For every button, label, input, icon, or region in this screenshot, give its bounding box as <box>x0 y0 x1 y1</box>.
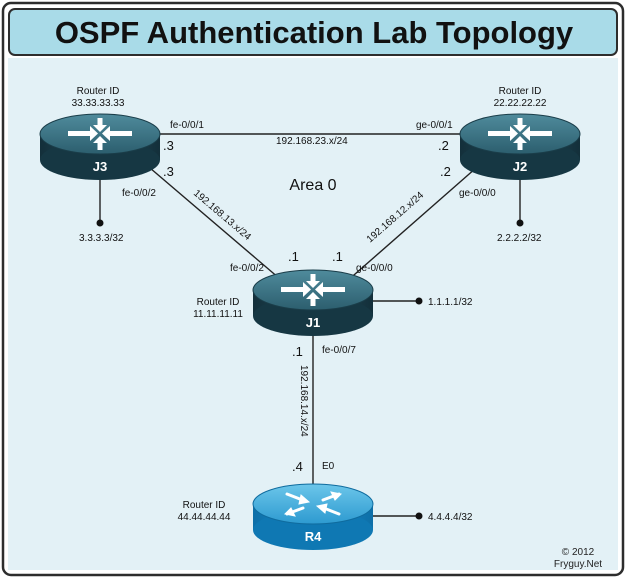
if-j3-fe001: fe-0/0/1 <box>170 120 204 131</box>
router-j1-name: J1 <box>306 315 320 330</box>
host-j1-j3-side: .1 <box>288 249 299 264</box>
copyright-year: © 2012 <box>562 547 595 558</box>
loopback-dot-j1 <box>415 297 423 305</box>
if-j3-fe002: fe-0/0/2 <box>122 188 156 199</box>
host-j1-j2-side: .1 <box>332 249 343 264</box>
router-id-label-j1: Router ID <box>197 297 240 308</box>
host-j2-j3-side: .2 <box>438 138 449 153</box>
router-j3-name: J3 <box>93 159 107 174</box>
area-label: Area 0 <box>289 177 336 194</box>
router-id-label-r4: Router ID <box>183 500 226 511</box>
loopback-j2: 2.2.2.2/32 <box>497 233 542 244</box>
loopback-dot-r4 <box>415 512 423 520</box>
router-j1[interactable]: J1 <box>252 269 374 337</box>
if-j1-fe007: fe-0/0/7 <box>322 345 356 356</box>
router-id-r4: 44.44.44.44 <box>178 512 231 523</box>
loopback-dot-j3 <box>96 219 104 227</box>
subnet-j3-j2: 192.168.23.x/24 <box>276 136 348 147</box>
router-j3[interactable]: J3 <box>39 113 161 181</box>
loopback-j1: 1.1.1.1/32 <box>428 297 473 308</box>
router-id-label-j3: Router ID <box>77 86 120 97</box>
loopback-j3: 3.3.3.3/32 <box>79 233 124 244</box>
subnet-j1-r4: 192.168.14.x/24 <box>298 365 309 437</box>
copyright-site: Fryguy.Net <box>554 559 602 570</box>
host-j3-j1-side: .3 <box>163 164 174 179</box>
loopback-dot-j2 <box>516 219 524 227</box>
if-j1-fe002: fe-0/0/2 <box>230 263 264 274</box>
page-title: OSPF Authentication Lab Topology <box>55 15 574 50</box>
router-r4[interactable]: R4 <box>251 482 375 552</box>
if-j2-ge001: ge-0/0/1 <box>416 120 453 131</box>
router-id-j1: 11.11.11.11 <box>193 309 243 320</box>
router-id-j3: 33.33.33.33 <box>72 98 125 109</box>
if-j1-ge000: ge-0/0/0 <box>356 263 393 274</box>
router-id-label-j2: Router ID <box>499 86 542 97</box>
host-j3-j2-side: .3 <box>163 138 174 153</box>
router-j2[interactable]: J2 <box>459 113 581 181</box>
host-r4-j1-side: .4 <box>292 459 303 474</box>
router-r4-name: R4 <box>305 529 322 544</box>
host-j1-r4-side: .1 <box>292 344 303 359</box>
host-j2-j1-side: .2 <box>440 164 451 179</box>
loopback-r4: 4.4.4.4/32 <box>428 512 473 523</box>
if-r4-e0: E0 <box>322 461 335 472</box>
router-id-j2: 22.22.22.22 <box>494 98 547 109</box>
title-bar <box>8 8 618 56</box>
router-j2-name: J2 <box>513 159 527 174</box>
link-j2-j1 <box>329 167 477 297</box>
if-j2-ge000: ge-0/0/0 <box>459 188 496 199</box>
